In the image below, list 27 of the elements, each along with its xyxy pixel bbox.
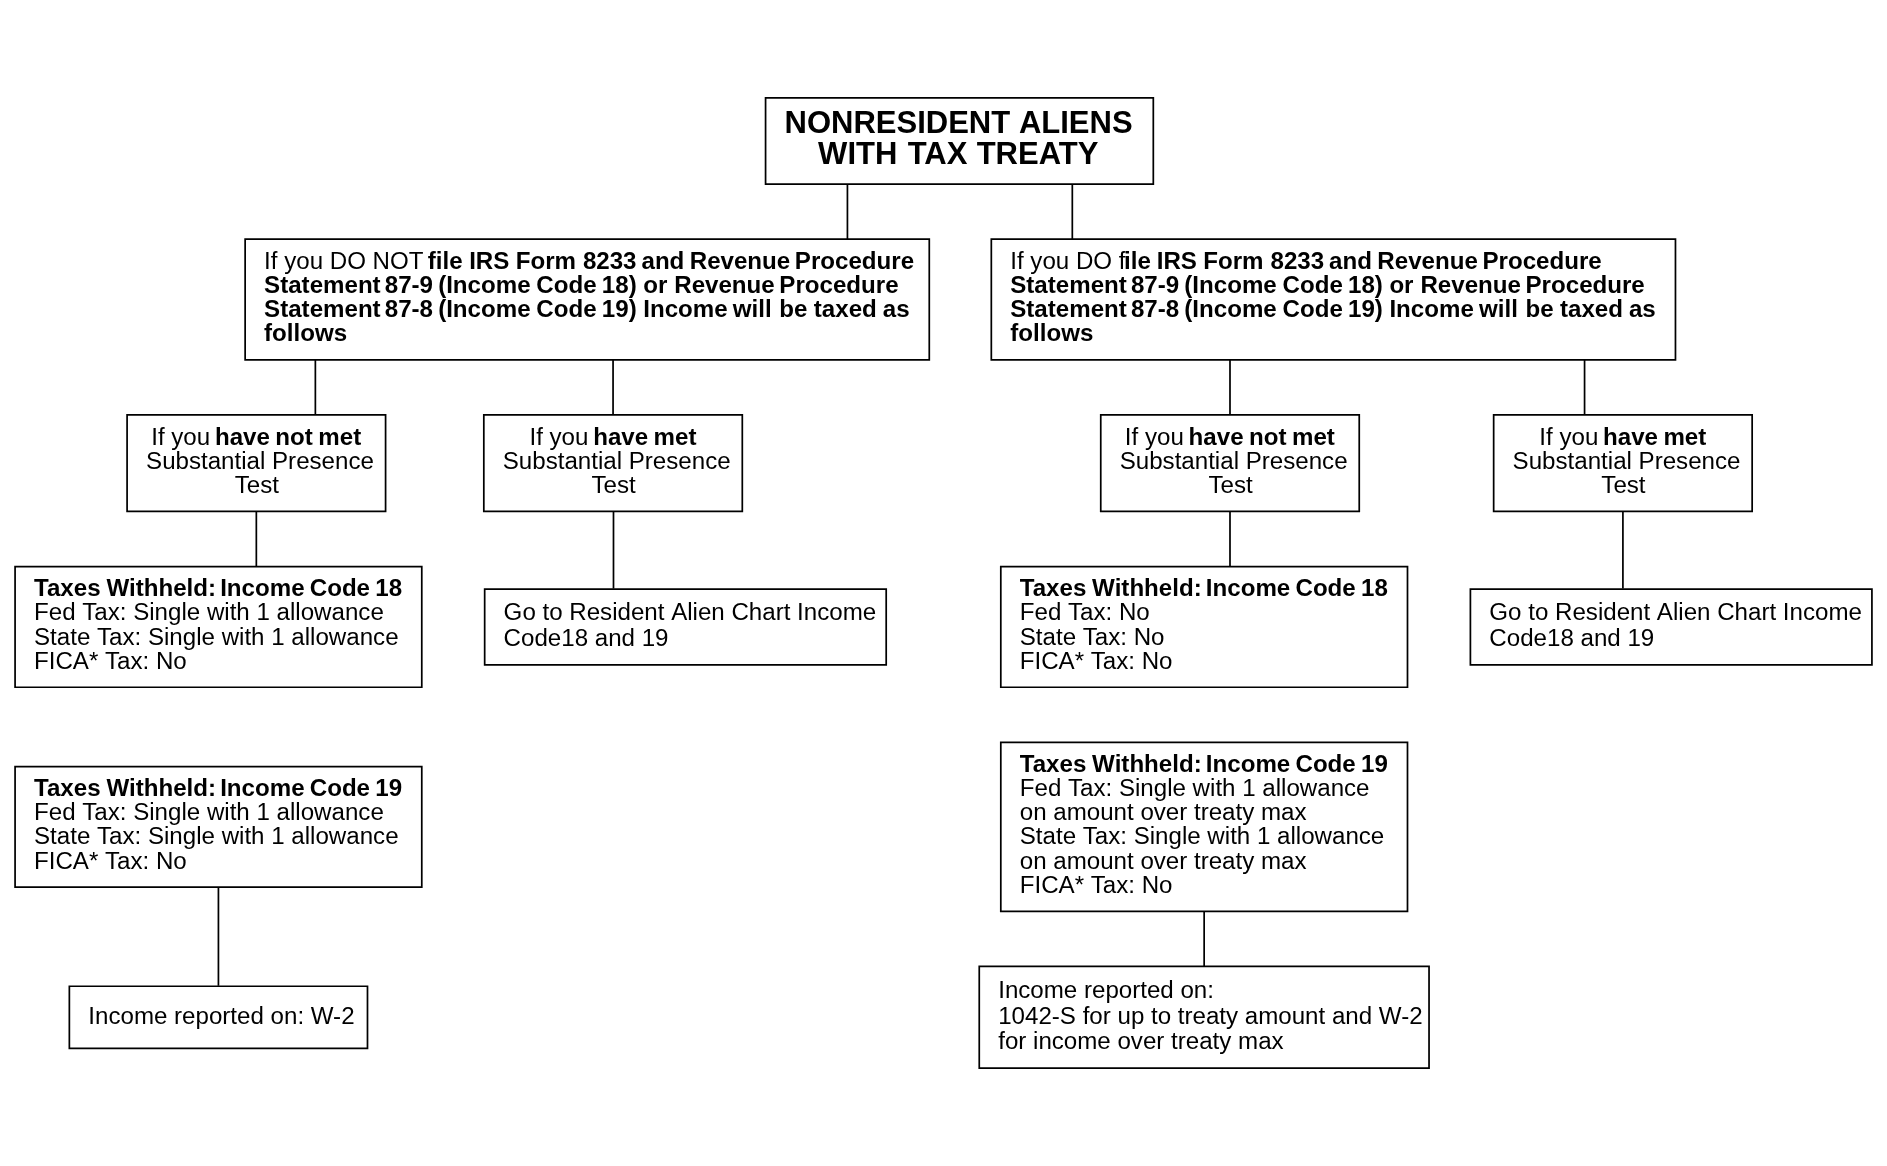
connector (1229, 511, 1231, 568)
node-box: Go to Resident Alien Chart Income Code18 and 19 (1469, 588, 1873, 666)
connector (255, 511, 258, 568)
node-box: Go to Resident Alien Chart Income Code18 and 19 (483, 588, 888, 666)
connector (1583, 359, 1586, 416)
node-box: If you DO NOT file IRS Form 8233 and Revenue Procedure Statement 87-9 (Income Code 18) or Revenue Procedure Statement 87-8 (Income Code 19) Income will be taxed as follows (244, 238, 931, 361)
node-box: Income reported on: 1042-S for up to treaty amount and W-2 for income over treaty max (978, 965, 1430, 1069)
connector (846, 183, 849, 240)
connector (314, 359, 317, 416)
connector (217, 886, 220, 987)
node-box: Taxes Withheld: Income Code 18 Fed Tax: Single with 1 allowance State Tax: Single with 1 allowance FICA* Tax: No (14, 565, 423, 689)
connector (1229, 359, 1231, 416)
node-box: If you DO file IRS Form 8233 and Revenue Procedure Statement 87-9 (Income Code 18) or Revenue Procedure Statement 87-8 (Income Code 19) Income will be taxed as follows (990, 238, 1677, 361)
node-box: If you have met Substantial Presence Test (482, 414, 744, 513)
node-box: Taxes Withheld: Income Code 19 Fed Tax: Single with 1 allowance State Tax: Single with 1 allowance FICA* Tax: No (14, 765, 423, 888)
node-box: If you have met Substantial Presence Test (1492, 414, 1753, 513)
connector (1071, 183, 1074, 240)
node-box: Taxes Withheld: Income Code 19 Fed Tax: Single with 1 allowance on amount over treaty max State Tax: Single with 1 allowance on amount over treaty max FICA* Tax: No (999, 741, 1409, 913)
connector (1622, 511, 1624, 590)
node-box: If you have not met Substantial Presence Test (1099, 414, 1361, 513)
node-box: NONRESIDENT ALIENS WITH TAX TREATY (764, 97, 1155, 185)
connector (612, 359, 614, 416)
node-box: Taxes Withheld: Income Code 18 Fed Tax: No State Tax: No FICA* Tax: No (999, 565, 1409, 689)
connector (612, 511, 615, 590)
connector (1203, 910, 1205, 968)
node-box: If you have not met Substantial Presence Test (126, 414, 387, 513)
node-box: Income reported on: W-2 (68, 985, 369, 1050)
